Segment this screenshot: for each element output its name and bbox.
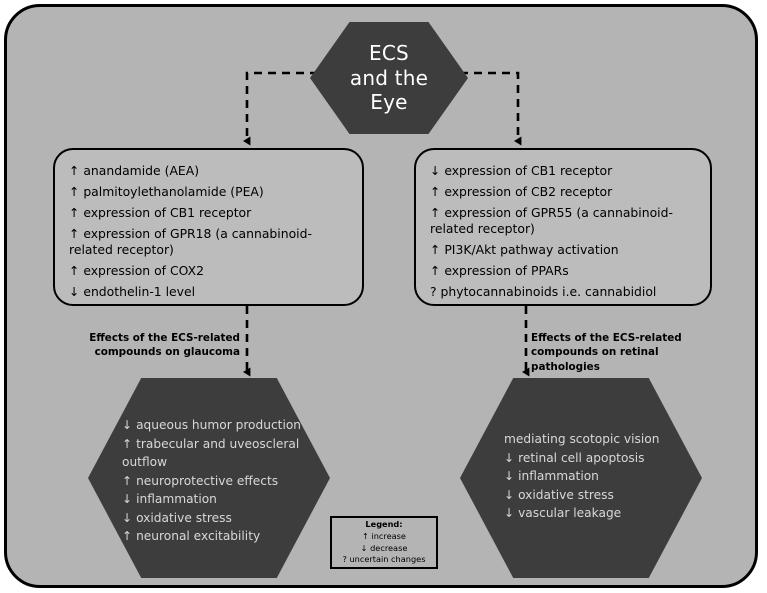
- list-item: ↓ oxidative stress: [122, 510, 232, 525]
- list-item: ↑ expression of CB1 receptor: [69, 204, 252, 220]
- title-hexagon: ECS and the Eye: [310, 22, 468, 134]
- legend-box: Legend: ↑ increase ↓ decrease ? uncertai…: [330, 516, 438, 569]
- list-item: ↑ expression of COX2: [69, 262, 204, 278]
- list-item: ↑ trabecular and uveoscleral: [122, 436, 300, 451]
- left-findings-list: ↑ anandamide (AEA) ↑ palmitoylethanolami…: [69, 163, 348, 300]
- list-item: ↑ expression of GPR18 (a cannabinoid-rel…: [69, 225, 312, 257]
- list-item: ↑ expression of CB2 receptor: [430, 183, 613, 199]
- title-line-2: and the: [349, 65, 429, 90]
- glaucoma-outcomes-hexagon: ↓ aqueous humor production ↑ trabecular …: [88, 378, 330, 578]
- list-item: ↓ inflammation: [122, 492, 217, 507]
- legend-item-increase: ↑ increase: [362, 530, 406, 541]
- list-item: ↑ PI3K/Akt pathway activation: [430, 242, 619, 257]
- caption-retinal-pathologies: Effects of the ECS-related compounds on …: [531, 332, 682, 373]
- title-line-1: ECS: [369, 41, 409, 66]
- list-item: mediating scotopic vision: [504, 432, 660, 446]
- retinal-outcomes-hexagon: mediating scotopic vision ↓ retinal cell…: [460, 378, 702, 578]
- title-line-3: Eye: [370, 90, 408, 115]
- list-item: ↓ vascular leakage: [504, 506, 622, 521]
- list-item: ↓ retinal cell apoptosis: [504, 450, 645, 465]
- list-item: ↑ anandamide (AEA): [69, 163, 200, 178]
- legend-item-decrease: ↓ decrease: [360, 542, 408, 553]
- legend-title: Legend:: [365, 519, 403, 530]
- list-item: ↓ aqueous humor production: [122, 418, 302, 432]
- title-hexagon-text: ECS and the Eye: [350, 41, 428, 114]
- list-item: outflow: [122, 455, 168, 470]
- list-item: ↑ neuronal excitability: [122, 529, 261, 544]
- list-item: ↑ palmitoylethanolamide (PEA): [69, 183, 264, 199]
- list-item: ? phytocannabinoids i.e. cannabidiol: [430, 283, 657, 299]
- caption-glaucoma: Effects of the ECS-related compounds on …: [89, 332, 240, 359]
- list-item: ↑ expression of PPARs: [430, 262, 569, 278]
- right-findings-box: ↓ expression of CB1 receptor ↑ expressio…: [414, 148, 712, 306]
- list-item: ↓ oxidative stress: [504, 487, 614, 502]
- list-item: ↑ neuroprotective effects: [122, 473, 279, 488]
- left-findings-box: ↑ anandamide (AEA) ↑ palmitoylethanolami…: [53, 148, 364, 306]
- list-item: ↓ expression of CB1 receptor: [430, 163, 613, 178]
- legend-item-uncertain: ? uncertain changes: [342, 554, 426, 565]
- right-findings-list: ↓ expression of CB1 receptor ↑ expressio…: [430, 163, 696, 300]
- list-item: ↓ inflammation: [504, 469, 599, 484]
- list-item: ↓ endothelin-1 level: [69, 283, 196, 299]
- retinal-outcomes-list: mediating scotopic vision ↓ retinal cell…: [504, 430, 689, 523]
- list-item: ↑ expression of GPR55 (a cannabinoid-rel…: [430, 204, 673, 237]
- glaucoma-outcomes-list: ↓ aqueous humor production ↑ trabecular …: [122, 416, 307, 546]
